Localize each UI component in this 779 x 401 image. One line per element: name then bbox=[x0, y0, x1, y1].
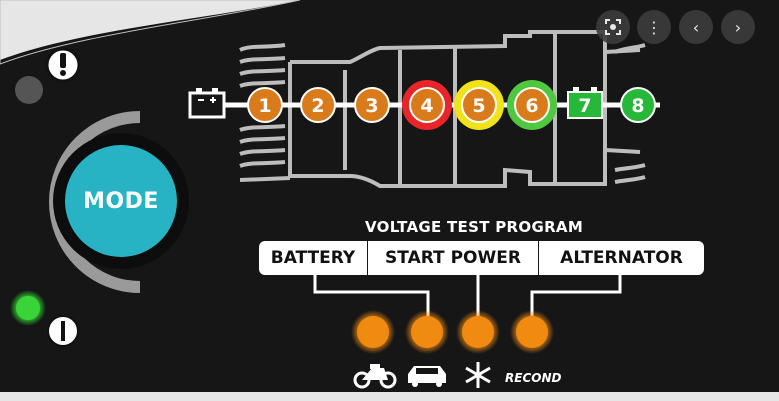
battery-start-icon bbox=[188, 91, 226, 119]
bezel-top bbox=[0, 0, 300, 60]
recond-label: RECOND bbox=[505, 371, 562, 385]
car-icon bbox=[408, 366, 446, 387]
step-number-2: 2 bbox=[311, 95, 324, 117]
previous-button[interactable]: ‹ bbox=[679, 10, 713, 44]
step-markers: 1 2 3 4 5 6 7 8 bbox=[247, 80, 656, 130]
chevron-left-icon: ‹ bbox=[692, 17, 700, 37]
step-number-7: 7 bbox=[578, 95, 591, 117]
step-4: 4 bbox=[402, 80, 452, 130]
mode-label: MODE bbox=[83, 188, 159, 214]
step-1: 1 bbox=[247, 87, 283, 123]
power-led bbox=[16, 296, 40, 320]
category-battery: BATTERY bbox=[259, 241, 367, 275]
lens-button[interactable] bbox=[596, 10, 630, 44]
step-marker-2 bbox=[300, 87, 336, 123]
step-number-4: 4 bbox=[420, 95, 433, 117]
alert-led bbox=[15, 76, 43, 104]
lens-icon bbox=[605, 19, 621, 35]
step-7: 7 bbox=[567, 87, 603, 119]
led-recond bbox=[516, 316, 548, 348]
snowflake-icon bbox=[465, 362, 491, 388]
led-motorcycle bbox=[357, 316, 389, 348]
voltage-test-title: VOLTAGE TEST PROGRAM bbox=[365, 218, 584, 236]
category-start-power: START POWER bbox=[368, 241, 538, 275]
step-2: 2 bbox=[300, 87, 336, 123]
chevron-right-icon: › bbox=[734, 17, 742, 37]
step-number-6: 6 bbox=[525, 95, 538, 117]
step-number-1: 1 bbox=[258, 95, 271, 117]
more-vert-icon: ⋮ bbox=[646, 17, 662, 37]
led-car bbox=[411, 316, 443, 348]
category-alternator: ALTERNATOR bbox=[539, 241, 704, 275]
step-5: 5 bbox=[454, 80, 504, 130]
step-3: 3 bbox=[354, 87, 390, 123]
step-number-3: 3 bbox=[365, 95, 378, 117]
connector-lines bbox=[313, 275, 622, 318]
motorcycle-icon bbox=[353, 364, 397, 389]
bezel-bottom bbox=[0, 392, 779, 401]
mode-button[interactable]: MODE bbox=[65, 145, 177, 257]
next-button[interactable]: › bbox=[721, 10, 755, 44]
step-marker-4 bbox=[409, 87, 445, 123]
step-6: 6 bbox=[507, 80, 557, 130]
more-options-button[interactable]: ⋮ bbox=[637, 10, 671, 44]
step-number-8: 8 bbox=[631, 95, 644, 117]
step-8: 8 bbox=[620, 87, 656, 123]
step-marker-7 bbox=[567, 91, 603, 119]
step-marker-8 bbox=[620, 87, 656, 123]
step-marker-3 bbox=[354, 87, 390, 123]
step-marker-6 bbox=[514, 87, 550, 123]
led-snowflake bbox=[462, 316, 494, 348]
step-marker-5 bbox=[461, 87, 497, 123]
step-marker-1 bbox=[247, 87, 283, 123]
step-number-5: 5 bbox=[472, 95, 485, 117]
